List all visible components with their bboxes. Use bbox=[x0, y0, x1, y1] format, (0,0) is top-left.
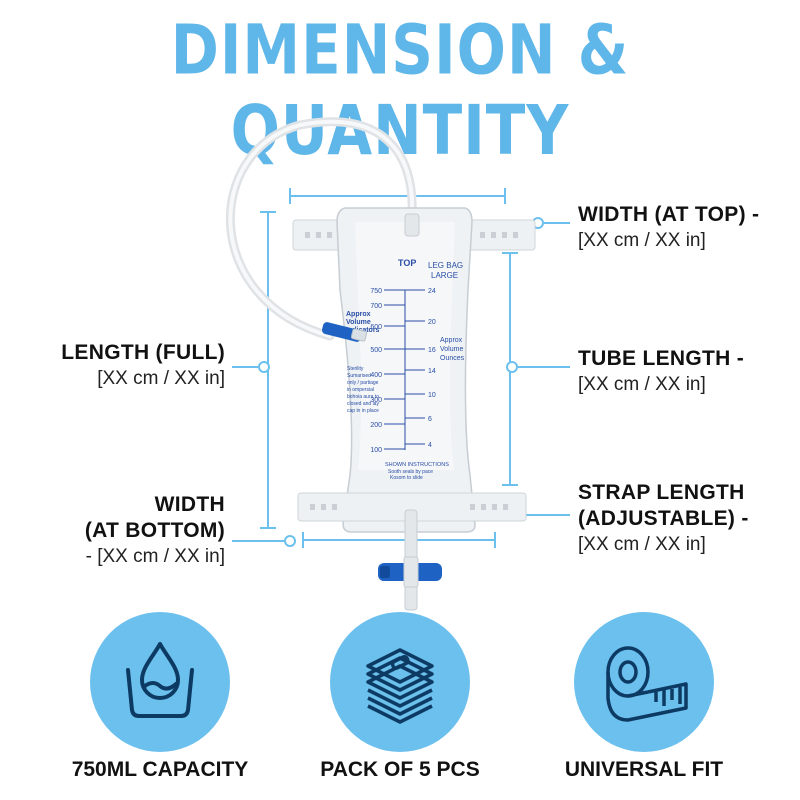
bag-leg-bag-text: LEG BAG bbox=[428, 261, 463, 270]
svg-text:Approx: Approx bbox=[440, 337, 463, 344]
ml-mark: 100 bbox=[370, 447, 382, 454]
strap-length-title-line1: STRAP LENGTH bbox=[578, 481, 745, 504]
strap-length-value: [XX cm / XX in] bbox=[578, 534, 706, 555]
oz-mark: 16 bbox=[428, 347, 436, 354]
width-bottom-title-line1: WIDTH bbox=[154, 493, 225, 516]
width-top-title: WIDTH (AT TOP) - bbox=[578, 203, 760, 226]
oz-mark: 6 bbox=[428, 416, 432, 423]
width-bottom-value: - [XX cm / XX in] bbox=[85, 546, 225, 567]
svg-text:Approx: Approx bbox=[346, 311, 371, 318]
strap-length-title-line2: (ADJUSTABLE) - bbox=[578, 507, 749, 530]
svg-text:Volume: Volume bbox=[346, 319, 371, 326]
fit-feature-label: UNIVERSAL FIT bbox=[564, 758, 724, 781]
svg-text:closed and lay: closed and lay bbox=[347, 401, 379, 407]
svg-text:Kosom to slide: Kosom to slide bbox=[390, 475, 423, 481]
length-full-title: LENGTH (FULL) bbox=[61, 341, 225, 364]
tube-length-value: [XX cm / XX in] bbox=[578, 374, 706, 395]
tube-length-label: TUBE LENGTH - [XX cm / XX in] bbox=[578, 346, 744, 398]
svg-text:Volume: Volume bbox=[440, 346, 463, 353]
ml-mark: 700 bbox=[370, 303, 382, 310]
svg-text:Sumarised: Sumarised bbox=[347, 373, 371, 379]
outlet-valve bbox=[378, 509, 442, 611]
fit-feature-circle bbox=[574, 612, 714, 752]
oz-mark: 14 bbox=[428, 368, 436, 375]
width-top-value: [XX cm / XX in] bbox=[578, 230, 706, 251]
width-bottom-label: WIDTH (AT BOTTOM) - [XX cm / XX in] bbox=[20, 492, 225, 570]
svg-text:only / partiage: only / partiage bbox=[347, 380, 379, 386]
width-bottom-title-line2: (AT BOTTOM) bbox=[84, 519, 225, 542]
oz-mark: 4 bbox=[428, 442, 432, 449]
ml-mark: 750 bbox=[370, 288, 382, 295]
svg-text:Sooth seals by pace: Sooth seals by pace bbox=[388, 469, 433, 475]
oz-mark: 10 bbox=[428, 392, 436, 399]
svg-text:Ounces: Ounces bbox=[440, 355, 465, 362]
svg-text:in ompersial: in ompersial bbox=[347, 387, 374, 393]
ml-mark: 500 bbox=[370, 347, 382, 354]
oz-mark: 20 bbox=[428, 319, 436, 326]
length-full-value: [XX cm / XX in] bbox=[97, 368, 225, 389]
page-title: DIMENSION & QUANTITY bbox=[170, 10, 630, 171]
width-top-label: WIDTH (AT TOP) - [XX cm / XX in] bbox=[578, 202, 759, 254]
ml-mark: 300 bbox=[370, 397, 382, 404]
svg-text:cap in in place: cap in in place bbox=[347, 408, 379, 414]
ml-mark: 400 bbox=[370, 372, 382, 379]
stacked-bags-icon bbox=[366, 648, 434, 724]
pack-feature-label: PACK OF 5 PCS bbox=[320, 758, 480, 781]
bag-large-text: LARGE bbox=[431, 271, 458, 280]
capacity-feature-label: 750ML CAPACITY bbox=[71, 758, 249, 781]
bag-printing: TOP LEG BAG LARGE 750 700 600 500 400 30… bbox=[346, 258, 465, 481]
capacity-feature-circle bbox=[90, 612, 230, 752]
pack-feature-circle bbox=[330, 612, 470, 752]
water-drop-glass-icon bbox=[126, 642, 194, 718]
length-full-label: LENGTH (FULL) [XX cm / XX in] bbox=[20, 340, 225, 392]
bottom-strap bbox=[297, 492, 527, 522]
measuring-tape-icon bbox=[606, 646, 688, 722]
svg-text:bohoia aura to: bohoia aura to bbox=[347, 394, 379, 400]
blue-connector bbox=[321, 322, 368, 342]
svg-text:Sterility: Sterility bbox=[347, 366, 364, 372]
ml-mark: 200 bbox=[370, 422, 382, 429]
inlet-port bbox=[404, 213, 420, 237]
ml-mark: 600 bbox=[370, 324, 382, 331]
bag-top-text: TOP bbox=[398, 258, 416, 268]
oz-mark: 24 bbox=[428, 288, 436, 295]
svg-text:SHOWN INSTRUCTIONS: SHOWN INSTRUCTIONS bbox=[385, 462, 449, 468]
tube-length-title: TUBE LENGTH - bbox=[578, 347, 745, 370]
strap-length-label: STRAP LENGTH (ADJUSTABLE) - [XX cm / XX … bbox=[578, 480, 749, 558]
